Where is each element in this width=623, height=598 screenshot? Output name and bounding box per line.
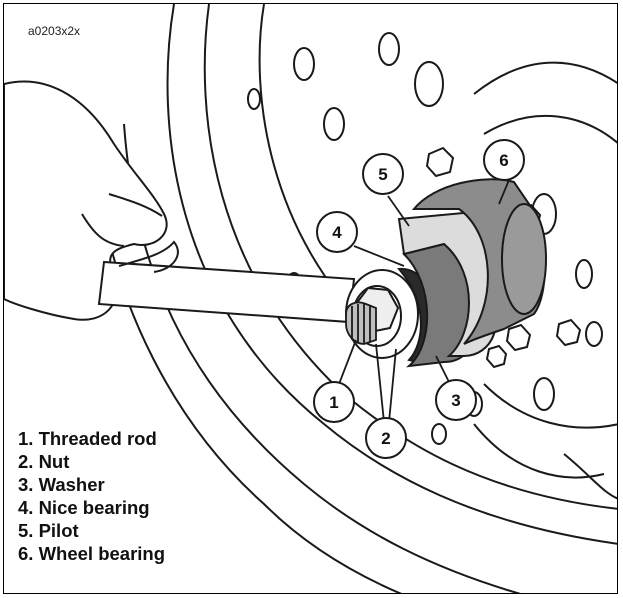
legend-item-wheel-bearing: 6. Wheel bearing bbox=[18, 543, 166, 564]
svg-text:3: 3 bbox=[451, 391, 460, 410]
legend-item-threaded-rod: 1. Threaded rod bbox=[18, 428, 157, 449]
callout-2: 2 bbox=[365, 417, 407, 459]
legend-item-nice-bearing: 4. Nice bearing bbox=[18, 497, 150, 518]
callout-5: 5 bbox=[362, 153, 404, 195]
callout-4: 4 bbox=[316, 211, 358, 253]
callout-3: 3 bbox=[435, 379, 477, 421]
callout-6: 6 bbox=[483, 139, 525, 181]
svg-text:5: 5 bbox=[378, 165, 387, 184]
threaded-rod bbox=[345, 301, 377, 345]
svg-text:2: 2 bbox=[381, 429, 390, 448]
legend-item-nut: 2. Nut bbox=[18, 451, 70, 472]
svg-text:6: 6 bbox=[499, 151, 508, 170]
figure-id: a0203x2x bbox=[28, 24, 81, 38]
callouts: 1 2 3 4 5 6 bbox=[313, 139, 525, 459]
legend-item-pilot: 5. Pilot bbox=[18, 520, 79, 541]
leader-lines bbox=[338, 179, 510, 423]
wheel-bearing bbox=[411, 178, 547, 345]
parts-legend: 1. Threaded rod 2. Nut 3. Washer 4. Nice… bbox=[18, 427, 165, 565]
svg-text:4: 4 bbox=[332, 223, 342, 242]
hand bbox=[4, 80, 168, 321]
svg-text:1: 1 bbox=[329, 393, 338, 412]
bearing-installation-illustration: 1 2 3 4 5 6 bbox=[4, 4, 617, 593]
legend-item-washer: 3. Washer bbox=[18, 474, 105, 495]
callout-1: 1 bbox=[313, 381, 355, 423]
wrench bbox=[97, 240, 356, 324]
figure-frame: a0203x2x bbox=[3, 3, 618, 594]
